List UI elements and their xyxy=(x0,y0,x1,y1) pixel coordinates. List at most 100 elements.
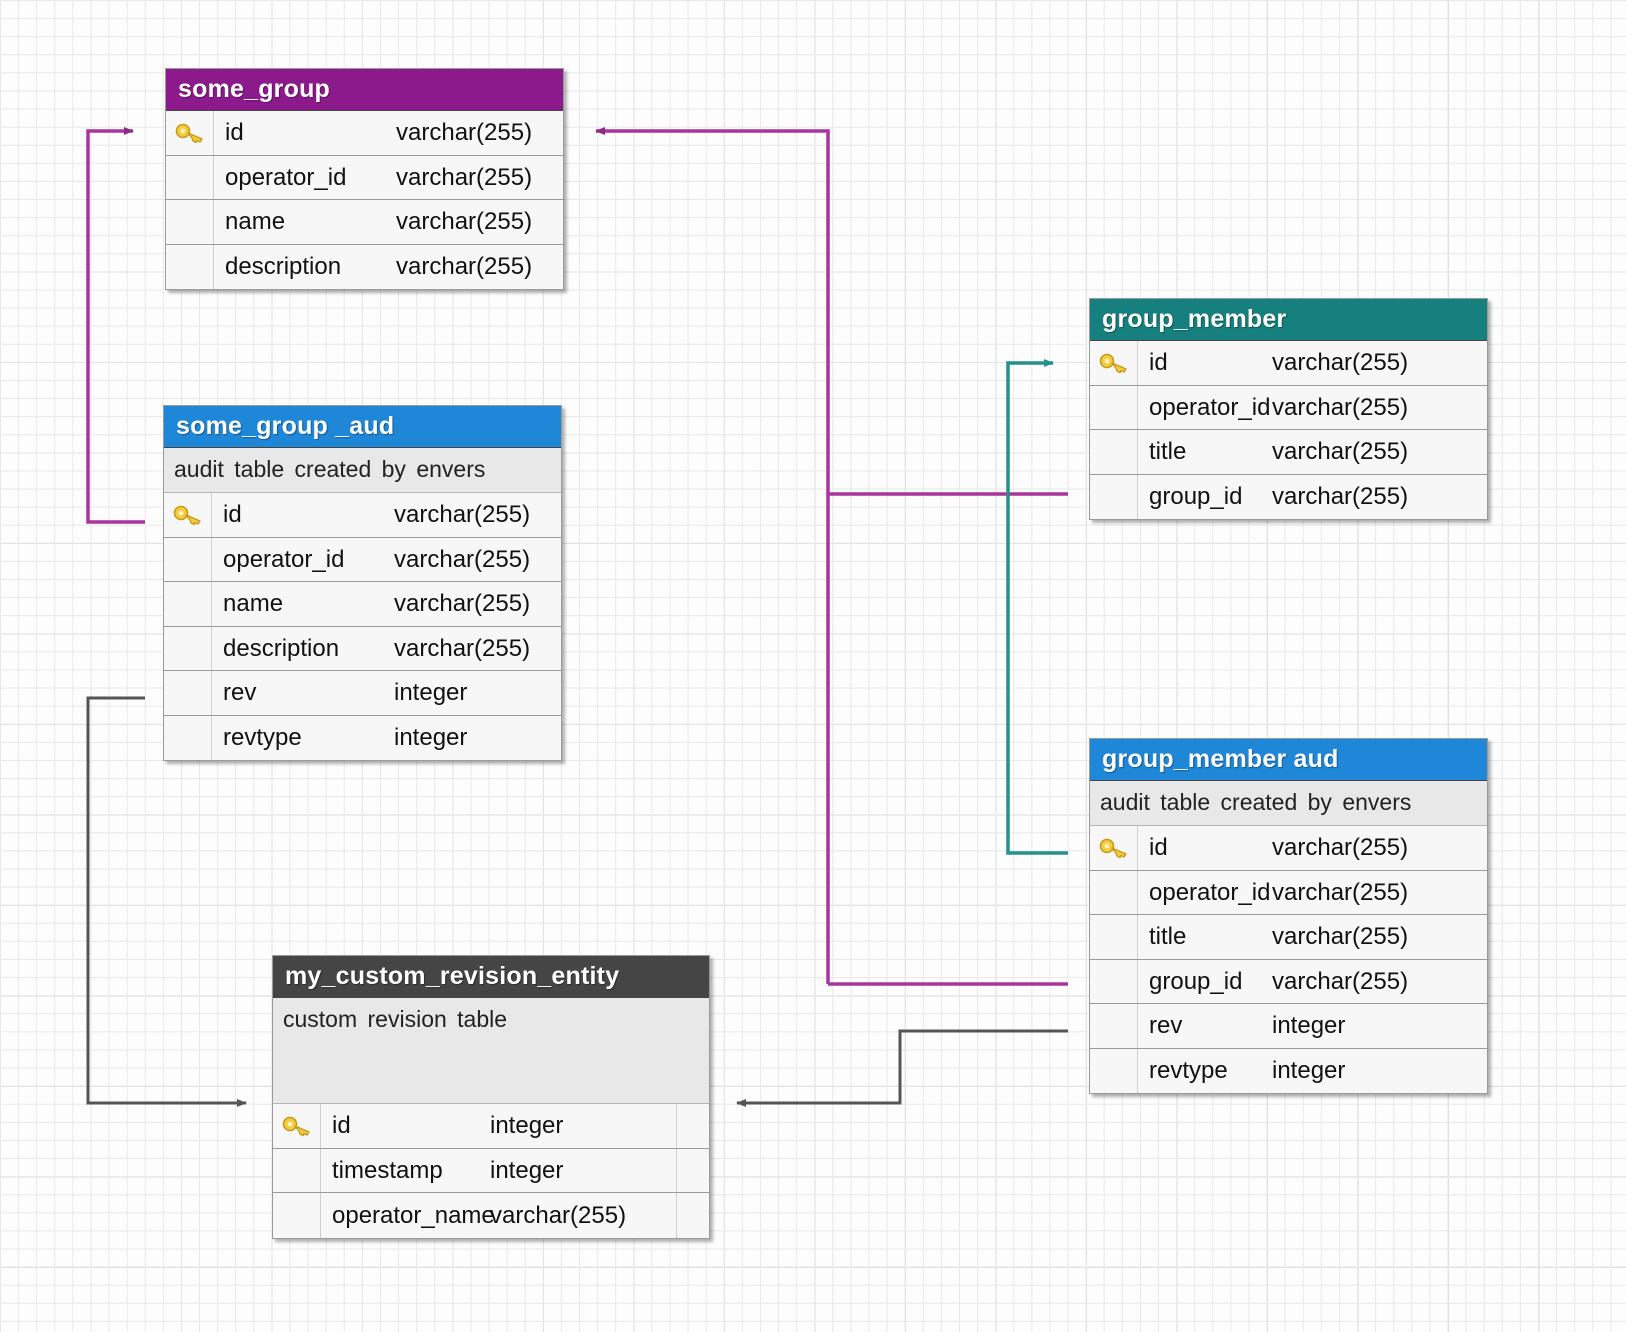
table-some-group-aud[interactable]: some_group _aud audit table created by e… xyxy=(163,405,562,762)
column-name: id xyxy=(1149,834,1168,861)
table-title-group-member: group_member xyxy=(1090,299,1487,342)
column-name: group_id xyxy=(1149,967,1243,995)
primary-key-icon xyxy=(273,1104,321,1148)
column-type: varchar(255) xyxy=(394,590,531,617)
no-key-cell xyxy=(1090,1048,1138,1094)
table-row[interactable]: group_id varchar(255) xyxy=(1090,474,1487,520)
table-note-some-group-aud: audit table created by envers xyxy=(164,448,561,494)
column-name: operator_name xyxy=(332,1201,495,1229)
table-title-some-group-aud: some_group _aud xyxy=(164,406,561,449)
column-type: varchar(255) xyxy=(396,119,533,146)
table-row[interactable]: id integer xyxy=(273,1104,709,1149)
table-group-member[interactable]: group_member id varchar(255) operator_id… xyxy=(1089,298,1488,521)
column-name: group_id xyxy=(1149,483,1243,510)
column-name: name xyxy=(223,590,284,617)
table-note-my-custom-revision-entity: custom revision table xyxy=(273,998,709,1105)
column-name: revtype xyxy=(1149,1057,1228,1084)
table-row[interactable]: id varchar(255) xyxy=(1090,826,1487,871)
table-row[interactable]: revtype integer xyxy=(164,715,561,761)
table-my-custom-revision-entity[interactable]: my_custom_revision_entity custom revisio… xyxy=(272,955,710,1239)
no-key-cell xyxy=(164,626,212,671)
column-type: integer xyxy=(394,724,468,751)
column-type: varchar(255) xyxy=(1272,878,1409,906)
table-title-some-group: some_group xyxy=(166,69,563,112)
table-row[interactable]: description varchar(255) xyxy=(166,244,563,290)
edge-group-member-aud-rev-to-revision-id xyxy=(736,1029,1068,1107)
column-name: id xyxy=(332,1112,351,1139)
table-row[interactable]: operator_name varchar(255) xyxy=(273,1193,709,1238)
column-type: varchar(255) xyxy=(394,634,531,662)
column-name: title xyxy=(1149,438,1187,465)
table-row[interactable]: id varchar(255) xyxy=(166,111,563,156)
column-type: integer xyxy=(1272,1012,1346,1039)
column-name: description xyxy=(225,253,342,280)
column-name: timestamp xyxy=(332,1156,443,1184)
column-name: operator_id xyxy=(1149,393,1271,421)
no-key-cell xyxy=(164,671,212,715)
column-type: varchar(255) xyxy=(490,1201,627,1229)
column-name: description xyxy=(223,634,340,662)
column-type: varchar(255) xyxy=(1272,967,1409,995)
column-type: varchar(255) xyxy=(1272,483,1409,510)
table-title-my-custom-revision-entity: my_custom_revision_entity xyxy=(273,956,709,999)
column-type: integer xyxy=(394,679,468,706)
column-type: varchar(255) xyxy=(1272,393,1409,421)
table-some-group[interactable]: some_group id varchar(255) operator_id v… xyxy=(165,68,564,291)
table-row[interactable]: rev integer xyxy=(164,671,561,716)
column-name: operator_id xyxy=(223,545,345,573)
no-key-cell xyxy=(1090,385,1138,430)
table-row[interactable]: id varchar(255) xyxy=(164,493,561,538)
table-row[interactable]: id varchar(255) xyxy=(1090,341,1487,386)
table-row[interactable]: timestamp integer xyxy=(273,1148,709,1194)
column-type: varchar(255) xyxy=(394,501,531,528)
no-key-cell xyxy=(166,155,214,200)
table-row[interactable]: name varchar(255) xyxy=(164,582,561,627)
table-row[interactable]: title varchar(255) xyxy=(1090,915,1487,960)
column-name: name xyxy=(225,208,286,235)
column-name: operator_id xyxy=(225,163,347,191)
column-spacer xyxy=(676,1104,709,1148)
column-name: id xyxy=(223,501,242,528)
column-name: operator_id xyxy=(1149,878,1271,906)
table-row[interactable]: name varchar(255) xyxy=(166,200,563,245)
column-type: varchar(255) xyxy=(1272,834,1409,861)
column-type: varchar(255) xyxy=(394,545,531,573)
column-name: rev xyxy=(1149,1012,1183,1039)
primary-key-icon xyxy=(1090,341,1138,385)
column-type: varchar(255) xyxy=(396,163,533,191)
table-row[interactable]: revtype integer xyxy=(1090,1048,1487,1094)
primary-key-icon xyxy=(164,493,212,537)
table-row[interactable]: operator_id varchar(255) xyxy=(166,155,563,201)
column-name: rev xyxy=(223,679,257,706)
no-key-cell xyxy=(1090,915,1138,959)
no-key-cell xyxy=(273,1193,321,1238)
table-row[interactable]: operator_id varchar(255) xyxy=(164,537,561,583)
table-row[interactable]: rev integer xyxy=(1090,1004,1487,1049)
no-key-cell xyxy=(164,582,212,626)
column-spacer xyxy=(676,1148,709,1193)
no-key-cell xyxy=(1090,870,1138,915)
column-type: varchar(255) xyxy=(1272,923,1409,950)
table-title-group-member-aud: group_member aud xyxy=(1090,739,1487,782)
primary-key-icon xyxy=(166,111,214,155)
no-key-cell xyxy=(1090,430,1138,474)
column-type: varchar(255) xyxy=(396,208,533,235)
no-key-cell xyxy=(273,1148,321,1193)
column-name: revtype xyxy=(223,724,302,751)
no-key-cell xyxy=(1090,1004,1138,1048)
table-row[interactable]: title varchar(255) xyxy=(1090,430,1487,475)
no-key-cell xyxy=(1090,959,1138,1004)
primary-key-icon xyxy=(1090,826,1138,870)
table-row[interactable]: operator_id varchar(255) xyxy=(1090,870,1487,916)
column-name: id xyxy=(1149,349,1168,376)
table-group-member-aud[interactable]: group_member aud audit table created by … xyxy=(1089,738,1488,1095)
column-type: integer xyxy=(490,1156,564,1184)
column-type: integer xyxy=(490,1112,564,1139)
edge-group-member-group-id-to-some-group-id xyxy=(595,127,1068,986)
table-row[interactable]: operator_id varchar(255) xyxy=(1090,385,1487,431)
no-key-cell xyxy=(166,244,214,290)
table-row[interactable]: description varchar(255) xyxy=(164,626,561,672)
column-type: varchar(255) xyxy=(396,253,533,280)
table-row[interactable]: group_id varchar(255) xyxy=(1090,959,1487,1005)
